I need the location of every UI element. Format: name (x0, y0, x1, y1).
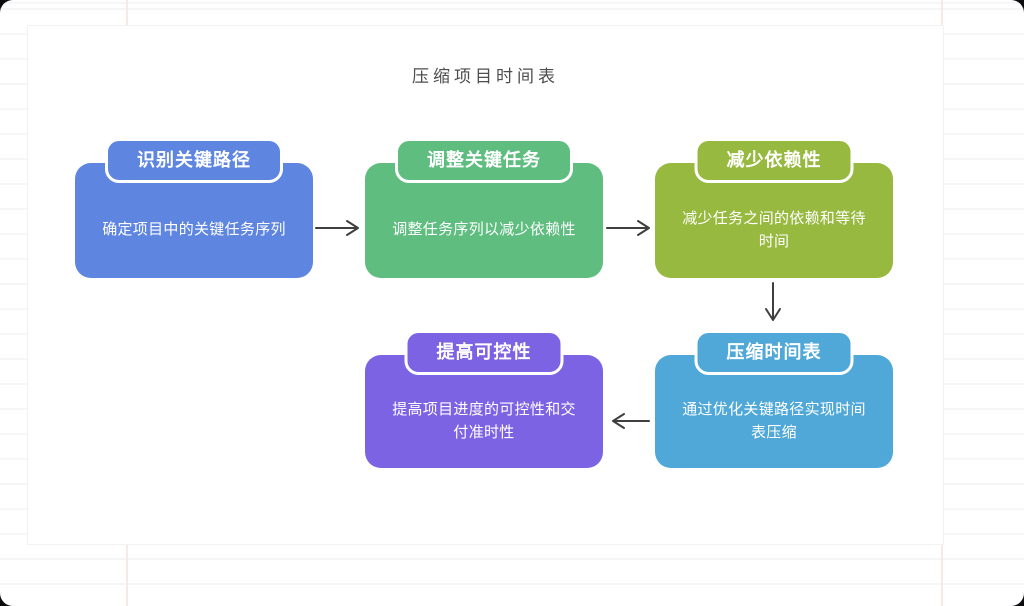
node-badge: 减少依赖性 (694, 138, 854, 183)
diagram-title: 压缩项目时间表 (412, 67, 559, 86)
node-reduce-dependencies[interactable]: 减少依赖性 减少任务之间的依赖和等待时间 (655, 138, 893, 278)
node-description: 通过优化关键路径实现时间表压缩 (682, 401, 866, 441)
node-badge: 提高可控性 (404, 330, 564, 375)
node-badge: 压缩时间表 (694, 330, 854, 375)
node-description: 确定项目中的关键任务序列 (102, 221, 286, 239)
node-compress-timeline[interactable]: 压缩时间表 通过优化关键路径实现时间表压缩 (655, 330, 893, 468)
node-description: 提高项目进度的可控性和交付准时性 (392, 401, 576, 441)
node-identify-critical-path[interactable]: 识别关键路径 确定项目中的关键任务序列 (75, 138, 313, 278)
node-description: 调整任务序列以减少依赖性 (392, 221, 576, 239)
node-badge: 识别关键路径 (105, 138, 283, 183)
node-badge: 调整关键任务 (395, 138, 573, 183)
node-description: 减少任务之间的依赖和等待时间 (682, 210, 866, 250)
node-adjust-critical-tasks[interactable]: 调整关键任务 调整任务序列以减少依赖性 (365, 138, 603, 278)
node-improve-controllability[interactable]: 提高可控性 提高项目进度的可控性和交付准时性 (365, 330, 603, 468)
